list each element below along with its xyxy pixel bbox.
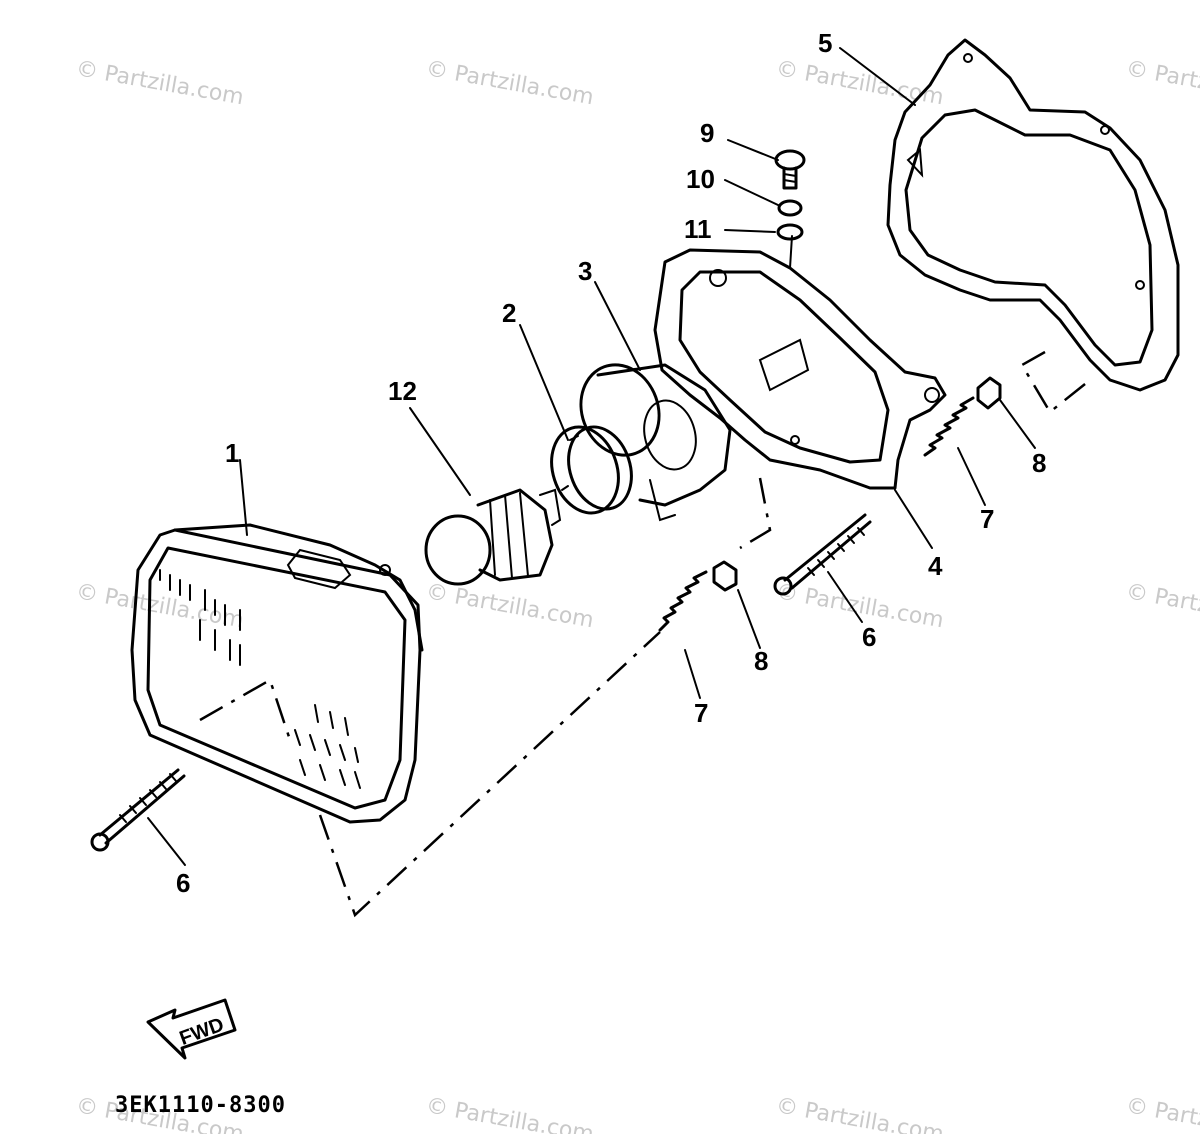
watermark: © Partzilla.com [1124,579,1200,633]
watermark: © Partzilla.com [774,579,946,633]
assembly-lines [199,350,1091,918]
watermark-layer: © Partzilla.com © Partzilla.com © Partzi… [74,56,1200,1134]
part-headlight-lens [130,523,424,824]
part-housing-frame [653,235,947,490]
callout-10: 10 [686,164,715,194]
callout-8-lower: 8 [754,646,768,676]
forward-arrow: FWD [146,998,237,1060]
part-rear-rim [886,38,1180,392]
watermark: © Partzilla.com [1124,1093,1200,1134]
watermark: © Partzilla.com [74,579,246,633]
part-screw-washers [774,149,806,241]
part-adjuster-hardware [90,376,1002,852]
part-bulb [424,488,562,586]
callout-5: 5 [818,28,832,58]
callout-7-lower: 7 [694,698,708,728]
callout-2: 2 [502,298,516,328]
watermark: © Partzilla.com [424,579,596,633]
callout-9: 9 [700,118,714,148]
watermark: © Partzilla.com [1124,56,1200,110]
watermark: © Partzilla.com [74,56,246,110]
watermark: © Partzilla.com [424,56,596,110]
callout-8-upper: 8 [1032,448,1046,478]
callout-6-lower: 6 [176,868,190,898]
watermark: © Partzilla.com [774,56,946,110]
callout-11: 11 [684,214,712,244]
part-socket-cover [579,363,732,522]
callout-6-upper: 6 [862,622,876,652]
part-retaining-ring [550,425,633,515]
callout-12: 12 [388,376,417,406]
callout-labels: 1 2 3 4 5 6 6 7 7 8 8 9 10 11 12 [176,28,1046,898]
callout-7-upper: 7 [980,504,994,534]
fwd-label: FWD [177,1014,227,1050]
callout-4: 4 [928,551,943,581]
watermark: © Partzilla.com [424,1093,596,1134]
diagram-code: 3EK1110-8300 [115,1093,286,1118]
callout-3: 3 [578,256,592,286]
callout-1: 1 [225,438,239,468]
watermark: © Partzilla.com [774,1093,946,1134]
leader-lines [147,47,1036,866]
